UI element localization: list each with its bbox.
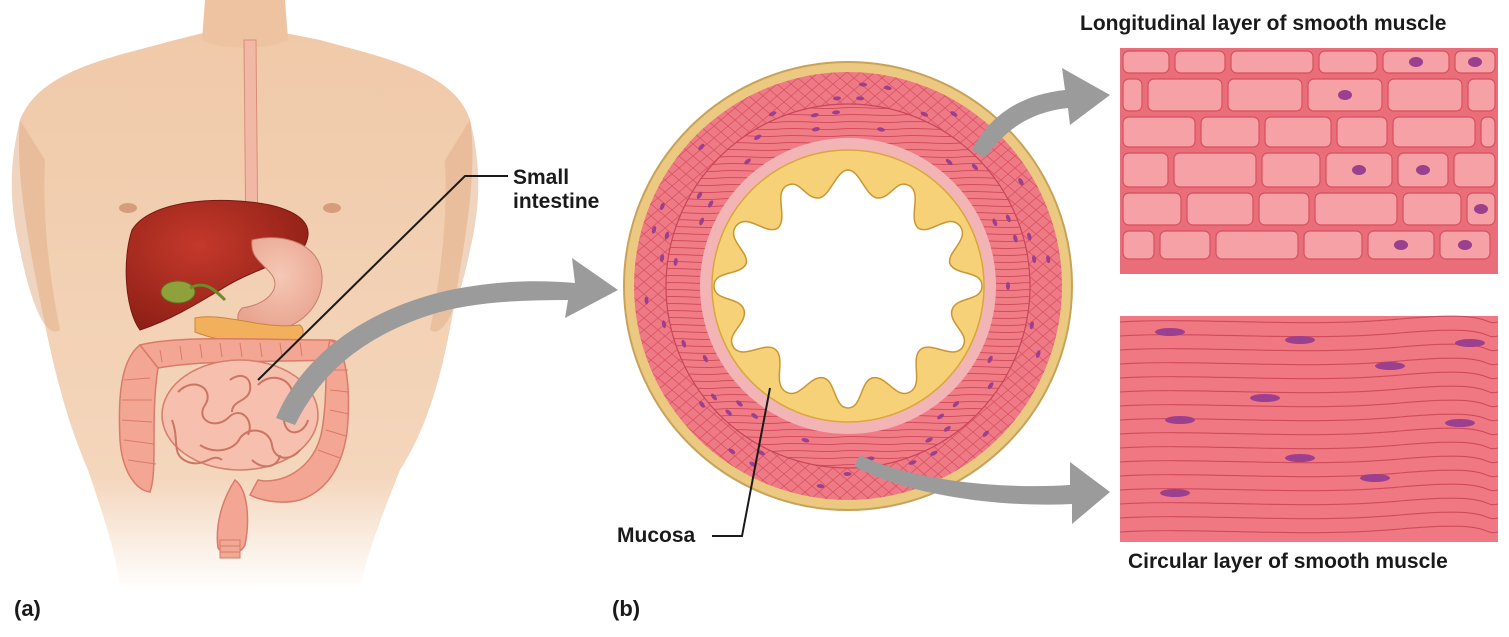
mucosa-label: Mucosa <box>617 524 696 547</box>
muscle-nuclei <box>644 82 1051 489</box>
panel-a-label: (a) <box>14 596 41 621</box>
cross-section <box>623 61 1073 511</box>
small-intestine <box>161 359 319 471</box>
rectum <box>219 539 241 559</box>
circular-layer-panel <box>1119 315 1499 542</box>
small-intestine-label-line1: Small <box>513 166 570 189</box>
longitudinal-cells <box>1122 50 1496 260</box>
arrow-to-circular-layer <box>854 455 1110 524</box>
mucosa-leader <box>712 387 771 537</box>
circular-fibers <box>1119 315 1499 534</box>
circular-layer-label: Circular layer of smooth muscle <box>1128 550 1448 573</box>
small-intestine-label: Small intestine <box>513 166 623 214</box>
arrow-to-longitudinal-layer <box>972 68 1110 158</box>
small-intestine-label-line2: intestine <box>513 190 600 213</box>
longitudinal-layer-panel <box>1120 48 1498 274</box>
panel-b-label: (b) <box>612 596 641 621</box>
gallbladder <box>160 280 196 304</box>
small-intestine-leader <box>257 175 508 381</box>
lumen <box>713 169 983 409</box>
longitudinal-layer-label: Longitudinal layer of smooth muscle <box>1080 12 1447 35</box>
arrow-to-cross-section <box>276 258 618 425</box>
large-intestine <box>118 338 350 555</box>
